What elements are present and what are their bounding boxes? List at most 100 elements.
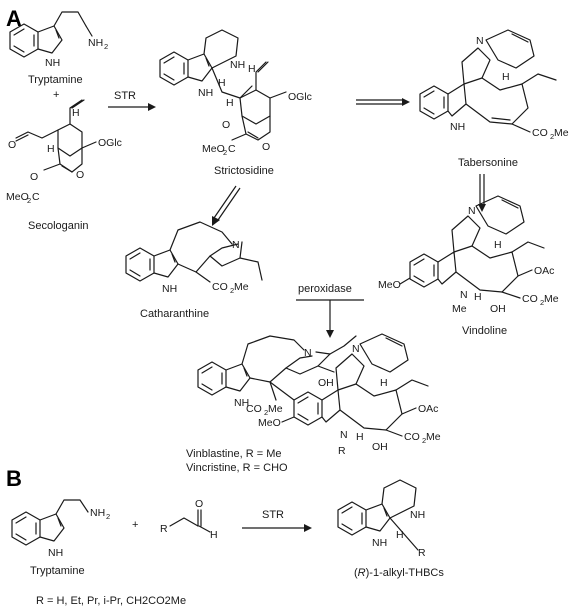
svg-text:NH: NH bbox=[230, 59, 245, 71]
catharanthine-label: Catharanthine bbox=[140, 308, 209, 320]
peroxidase-arrow: peroxidase bbox=[296, 283, 364, 338]
svg-text:OH: OH bbox=[372, 441, 388, 453]
svg-text:O: O bbox=[8, 139, 16, 151]
svg-text:R: R bbox=[338, 445, 346, 457]
svg-text:O: O bbox=[76, 169, 84, 181]
svg-text:NH: NH bbox=[48, 547, 63, 559]
tryptamine-label: Tryptamine bbox=[28, 74, 83, 86]
svg-text:2: 2 bbox=[550, 132, 554, 141]
svg-text:Me: Me bbox=[268, 403, 283, 415]
atom-nh2: NH bbox=[88, 37, 103, 49]
svg-text:CO: CO bbox=[404, 431, 420, 443]
svg-text:OH: OH bbox=[490, 303, 506, 315]
tryptamine-b-label: Tryptamine bbox=[30, 565, 85, 577]
svg-text:N: N bbox=[476, 35, 484, 47]
svg-text:OAc: OAc bbox=[534, 265, 554, 277]
svg-text:2: 2 bbox=[540, 298, 544, 307]
svg-text:N: N bbox=[468, 205, 476, 217]
svg-text:R: R bbox=[160, 523, 168, 535]
svg-text:NH: NH bbox=[410, 509, 425, 521]
svg-text:Me: Me bbox=[544, 293, 559, 305]
svg-text:2: 2 bbox=[27, 196, 31, 205]
svg-text:O: O bbox=[222, 119, 230, 131]
svg-text:C: C bbox=[228, 143, 236, 155]
vincristine-label: Vincristine, R = CHO bbox=[186, 462, 288, 474]
str-reagent-a: STR bbox=[114, 90, 136, 102]
svg-text:NH: NH bbox=[450, 121, 465, 133]
svg-text:H: H bbox=[218, 77, 226, 89]
aldehyde-structure: R O H bbox=[160, 498, 218, 541]
vinblastine-label: Vinblastine, R = Me bbox=[186, 448, 282, 460]
tryptamine-structure: NH 2 NH bbox=[9, 11, 108, 69]
atom-nh: NH bbox=[45, 57, 60, 69]
vindoline-structure: MeO N OAc CO 2 Me OH N Me H H bbox=[378, 195, 559, 315]
svg-text:OH: OH bbox=[318, 377, 334, 389]
svg-text:MeO: MeO bbox=[378, 279, 401, 291]
svg-text:Me: Me bbox=[452, 303, 467, 315]
str-arrow-a: STR bbox=[108, 90, 156, 111]
svg-text:OAc: OAc bbox=[418, 403, 438, 415]
svg-text:Me: Me bbox=[234, 281, 249, 293]
catharanthine-structure: N CO 2 Me NH bbox=[125, 221, 263, 295]
tabersonine-structure: N CO 2 Me NH H bbox=[419, 29, 569, 141]
svg-text:Me: Me bbox=[426, 431, 441, 443]
r-groups-label: R = H, Et, Pr, i-Pr, CH2CO2Me bbox=[36, 595, 186, 607]
svg-text:MeO: MeO bbox=[258, 417, 281, 429]
thbc-structure: NH NH H R bbox=[337, 479, 426, 559]
svg-text:Me: Me bbox=[554, 127, 569, 139]
svg-text:N: N bbox=[352, 343, 360, 355]
svg-text:R: R bbox=[418, 547, 426, 559]
svg-text:H: H bbox=[226, 97, 234, 109]
svg-text:2: 2 bbox=[223, 148, 227, 157]
svg-text:O: O bbox=[195, 498, 203, 510]
svg-text:2: 2 bbox=[230, 286, 234, 295]
svg-text:2: 2 bbox=[264, 408, 268, 417]
secologanin-label: Secologanin bbox=[28, 220, 89, 232]
svg-text:NH: NH bbox=[198, 87, 213, 99]
vindoline-label: Vindoline bbox=[462, 325, 507, 337]
svg-text:H: H bbox=[47, 143, 55, 155]
svg-text:H: H bbox=[502, 71, 510, 83]
str-arrow-b: STR bbox=[242, 509, 312, 532]
secologanin-structure: O H H OGlc O O MeO 2 C bbox=[6, 99, 122, 205]
svg-text:N: N bbox=[304, 347, 312, 359]
svg-text:2: 2 bbox=[104, 42, 108, 51]
svg-text:NH: NH bbox=[162, 283, 177, 295]
svg-text:2: 2 bbox=[106, 512, 110, 521]
svg-text:N: N bbox=[460, 289, 468, 301]
svg-text:H: H bbox=[494, 239, 502, 251]
svg-text:O: O bbox=[30, 171, 38, 183]
str-reagent-b: STR bbox=[262, 509, 284, 521]
svg-text:H: H bbox=[72, 107, 80, 119]
plus-sign-b: + bbox=[132, 519, 138, 531]
panel-a-label: A bbox=[6, 6, 22, 31]
svg-text:MeO: MeO bbox=[6, 191, 29, 203]
svg-text:H: H bbox=[474, 291, 482, 303]
svg-text:2: 2 bbox=[422, 436, 426, 445]
vinblastine-structure: N OH CO 2 Me NH MeO N OAc CO 2 Me OH N R… bbox=[197, 333, 441, 457]
svg-text:MeO: MeO bbox=[202, 143, 225, 155]
svg-text:CO: CO bbox=[522, 293, 538, 305]
svg-text:CO: CO bbox=[212, 281, 228, 293]
peroxidase-reagent: peroxidase bbox=[298, 283, 352, 295]
svg-text:H: H bbox=[380, 377, 388, 389]
thbc-label: (R)-1-alkyl-THBCs bbox=[354, 567, 444, 579]
svg-text:H: H bbox=[248, 63, 256, 75]
panel-b-label: B bbox=[6, 466, 22, 491]
svg-text:OGlc: OGlc bbox=[98, 137, 122, 149]
svg-text:N: N bbox=[340, 429, 348, 441]
tabersonine-label: Tabersonine bbox=[458, 157, 518, 169]
svg-text:H: H bbox=[356, 431, 364, 443]
svg-text:NH: NH bbox=[90, 507, 105, 519]
strictosidine-label: Strictosidine bbox=[214, 165, 274, 177]
tryptamine-b-structure: NH 2 NH bbox=[11, 499, 110, 559]
svg-text:CO: CO bbox=[532, 127, 548, 139]
svg-text:NH: NH bbox=[234, 397, 249, 409]
svg-text:H: H bbox=[396, 529, 404, 541]
strictosidine-structure: NH NH H OGlc O O MeO 2 C H H bbox=[159, 29, 312, 157]
svg-text:CO: CO bbox=[246, 403, 262, 415]
svg-text:OGlc: OGlc bbox=[288, 91, 312, 103]
svg-text:O: O bbox=[262, 141, 270, 153]
arrow-to-vindoline bbox=[478, 174, 486, 212]
